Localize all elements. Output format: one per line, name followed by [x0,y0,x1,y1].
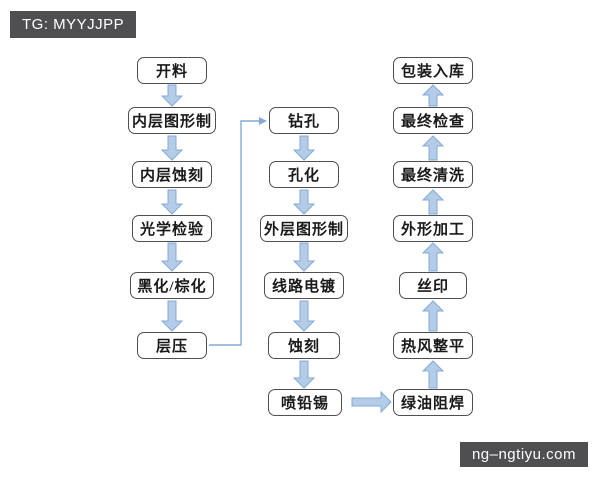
connector-line [209,120,259,346]
flow-node-hot-air-leveling: 热风整平 [393,332,473,359]
tg-watermark: TG: MYYJJPP [10,11,137,38]
arrow-down-icon [292,242,316,272]
arrow-up-icon [421,135,445,161]
arrow-down-icon [160,135,184,161]
arrow-down-icon [292,189,316,215]
flow-node-hole-plating: 孔化 [269,161,339,188]
flow-node-black-brown-oxide: 黑化/棕化 [130,272,214,299]
flow-node-lamination: 层压 [137,332,207,359]
site-watermark: ng–ngtiyu.com [459,442,588,467]
arrow-up-icon [421,84,445,107]
flow-node-solder-spray: 喷铅锡 [268,389,342,416]
flow-node-etching: 蚀刻 [268,332,340,359]
flow-node-silkscreen: 丝印 [399,272,467,299]
arrow-down-icon [160,300,184,332]
arrow-down-icon [292,300,316,332]
flow-node-profile-machining: 外形加工 [393,215,473,242]
flow-node-packing-storage: 包装入库 [393,57,473,84]
flow-node-inner-layer-imaging: 内层图形制 [128,107,216,134]
arrow-up-icon [421,189,445,215]
arrow-up-icon [421,360,445,389]
arrow-right-icon [351,390,392,414]
arrow-down-icon [292,135,316,161]
arrow-down-icon [160,242,184,272]
arrow-down-icon [160,189,184,215]
flow-node-material-cutting: 开料 [137,57,207,84]
flow-node-outer-layer-imaging: 外层图形制 [260,215,348,242]
connector-arrowhead-icon [259,117,267,125]
flow-node-circuit-plating: 线路电镀 [264,272,344,299]
flow-node-final-inspection: 最终检查 [393,107,473,134]
arrow-down-icon [292,360,316,389]
flow-node-inner-layer-etching: 内层蚀刻 [132,161,212,188]
flow-node-drilling: 钻孔 [269,107,339,134]
flow-node-solder-mask: 绿油阻焊 [393,389,473,416]
arrow-down-icon [160,84,184,107]
flow-node-final-cleaning: 最终清洗 [393,161,473,188]
flow-node-optical-inspection: 光学检验 [132,215,212,242]
arrow-up-icon [421,242,445,272]
arrow-up-icon [421,300,445,332]
